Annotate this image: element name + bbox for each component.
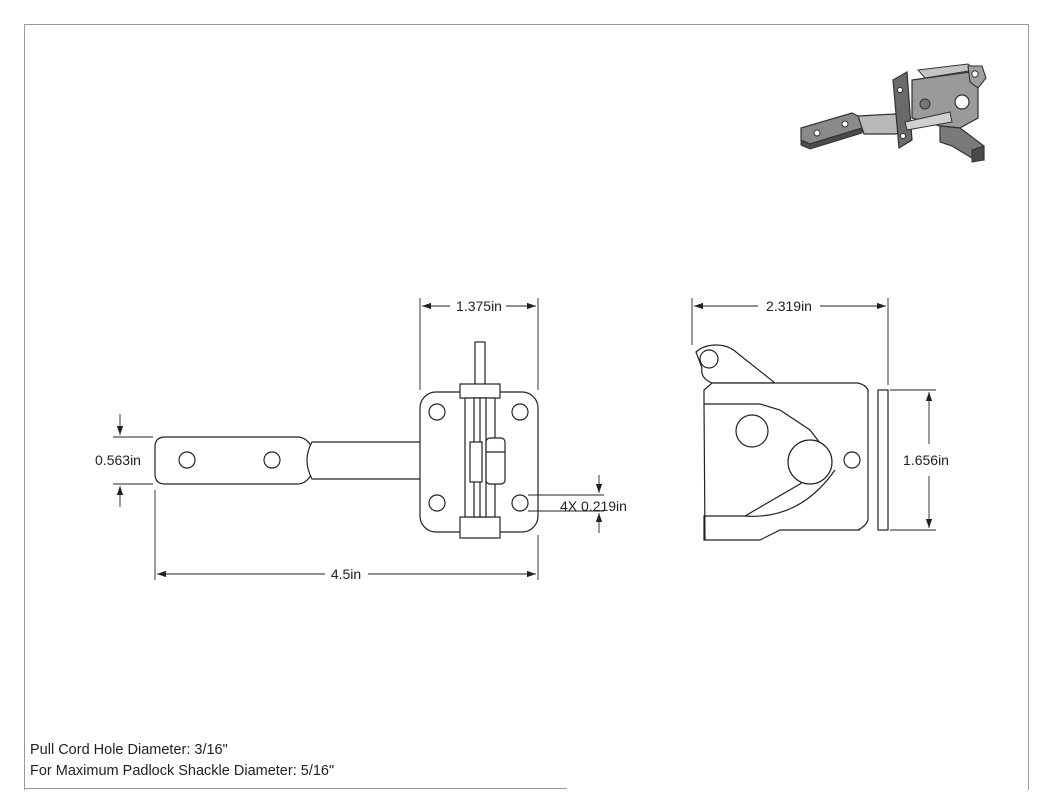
mount-hole-tl (428, 403, 446, 421)
dimension-lines (113, 298, 936, 580)
side-view (695, 344, 889, 541)
note-padlock: For Maximum Padlock Shackle Diameter: 5/… (30, 763, 335, 779)
dim-overall-length: 4.5in (331, 566, 361, 582)
latch-body-side (703, 382, 869, 541)
side-small-hole (843, 451, 861, 469)
front-view (154, 341, 539, 539)
dim-side-height: 1.656in (903, 452, 949, 468)
drawing-border-bottom (24, 788, 567, 789)
pull-cord-hole (699, 349, 719, 369)
isometric-render (800, 63, 987, 163)
arm-hole-left (178, 451, 196, 469)
padlock-hole (735, 414, 769, 448)
drawing-border (24, 24, 1029, 790)
mount-hole-bl (428, 494, 446, 512)
mount-hole-br (511, 494, 529, 512)
dim-bar-height: 0.563in (95, 452, 141, 468)
bar-end (787, 439, 833, 485)
side-plate-edge (877, 389, 889, 531)
arm-hole-right (263, 451, 281, 469)
mount-hole-tr (511, 403, 529, 421)
drawing-notes: Pull Cord Hole Diameter: 3/16" For Maxim… (30, 740, 334, 782)
dim-side-width: 2.319in (766, 298, 812, 314)
arm-plate (154, 436, 313, 485)
dim-hole-diameter: 4X 0.219in (560, 498, 627, 514)
dim-front-width: 1.375in (456, 298, 502, 314)
note-pull-cord: Pull Cord Hole Diameter: 3/16" (30, 742, 228, 758)
